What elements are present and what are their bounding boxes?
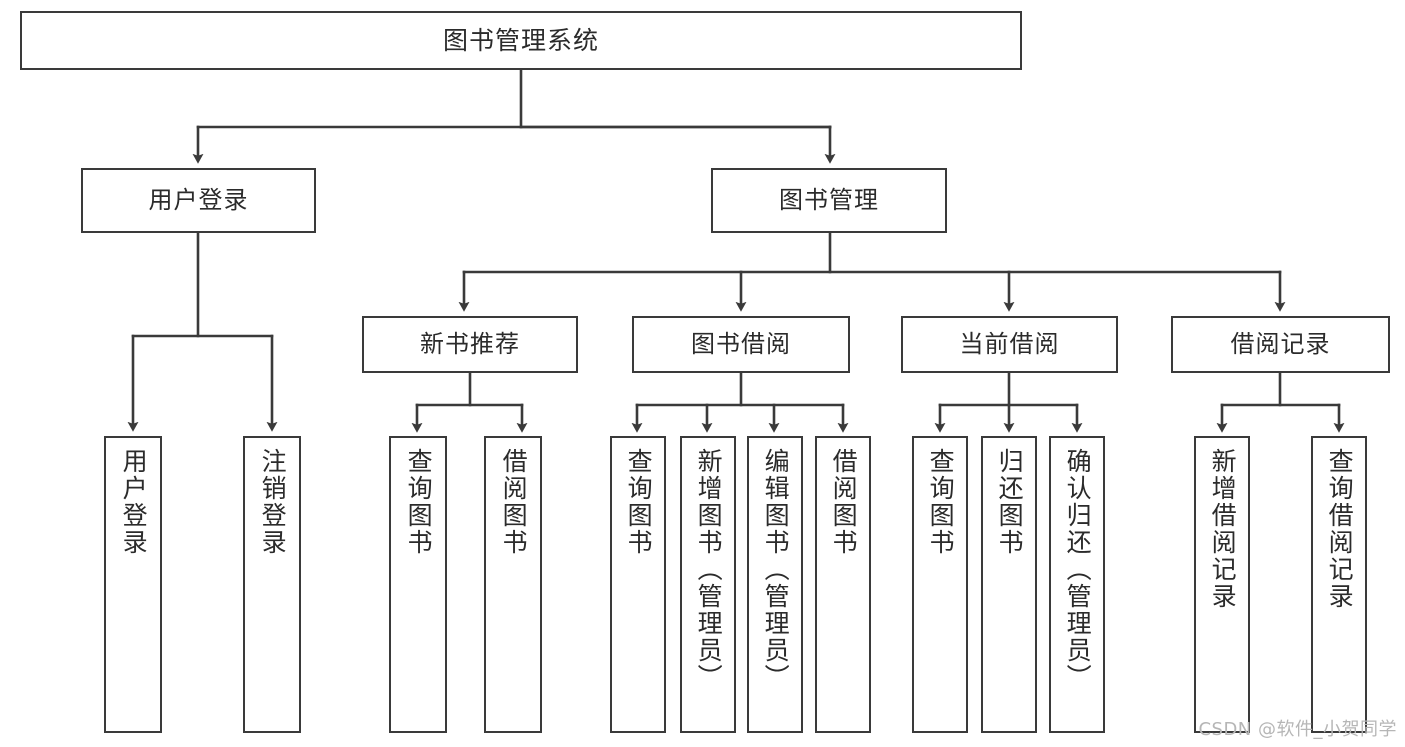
node-leaf-borrow-book-1[interactable]: 借阅图书 <box>484 436 542 733</box>
node-leaf-logout[interactable]: 注销登录 <box>243 436 301 733</box>
node-new-book-recommend-label: 新书推荐 <box>420 330 520 359</box>
node-leaf-edit-book-label: 编辑图书（管理员） <box>761 448 791 691</box>
node-book-borrow-label: 图书借阅 <box>691 330 791 359</box>
node-leaf-add-record-label: 新增借阅记录 <box>1208 448 1238 610</box>
node-leaf-confirm-return[interactable]: 确认归还（管理员） <box>1049 436 1105 733</box>
node-leaf-query-book-3-label: 查询图书 <box>926 448 956 556</box>
watermark: CSDN @软件_小贺同学 <box>1198 719 1397 740</box>
node-leaf-borrow-book-2-label: 借阅图书 <box>829 448 859 556</box>
node-leaf-edit-book[interactable]: 编辑图书（管理员） <box>747 436 803 733</box>
node-current-borrow[interactable]: 当前借阅 <box>901 316 1118 373</box>
node-borrow-record[interactable]: 借阅记录 <box>1171 316 1390 373</box>
node-leaf-add-record[interactable]: 新增借阅记录 <box>1194 436 1250 733</box>
node-leaf-confirm-return-label: 确认归还（管理员） <box>1063 448 1093 691</box>
node-root[interactable]: 图书管理系统 <box>20 11 1022 70</box>
node-leaf-return-book[interactable]: 归还图书 <box>981 436 1037 733</box>
node-leaf-add-book-label: 新增图书（管理员） <box>694 448 724 691</box>
node-book-borrow[interactable]: 图书借阅 <box>632 316 850 373</box>
node-current-borrow-label: 当前借阅 <box>959 330 1060 359</box>
node-leaf-query-book-1-label: 查询图书 <box>404 448 434 556</box>
node-leaf-query-book-2[interactable]: 查询图书 <box>610 436 666 733</box>
node-book-manage[interactable]: 图书管理 <box>711 168 947 233</box>
node-leaf-user-login[interactable]: 用户登录 <box>104 436 162 733</box>
node-new-book-recommend[interactable]: 新书推荐 <box>362 316 578 373</box>
node-leaf-query-book-2-label: 查询图书 <box>624 448 654 556</box>
node-book-manage-label: 图书管理 <box>779 186 879 215</box>
node-leaf-logout-label: 注销登录 <box>258 448 288 556</box>
node-leaf-add-book[interactable]: 新增图书（管理员） <box>680 436 736 733</box>
node-leaf-borrow-book-1-label: 借阅图书 <box>499 448 529 556</box>
node-leaf-query-record[interactable]: 查询借阅记录 <box>1311 436 1367 733</box>
node-leaf-query-book-3[interactable]: 查询图书 <box>912 436 968 733</box>
node-user-login-label: 用户登录 <box>148 186 249 215</box>
node-borrow-record-label: 借阅记录 <box>1230 330 1331 359</box>
node-user-login[interactable]: 用户登录 <box>81 168 316 233</box>
node-root-label: 图书管理系统 <box>442 25 599 55</box>
node-leaf-query-book-1[interactable]: 查询图书 <box>389 436 447 733</box>
node-leaf-borrow-book-2[interactable]: 借阅图书 <box>815 436 871 733</box>
node-leaf-user-login-label: 用户登录 <box>119 448 149 556</box>
node-leaf-return-book-label: 归还图书 <box>995 448 1025 556</box>
node-leaf-query-record-label: 查询借阅记录 <box>1325 448 1355 610</box>
